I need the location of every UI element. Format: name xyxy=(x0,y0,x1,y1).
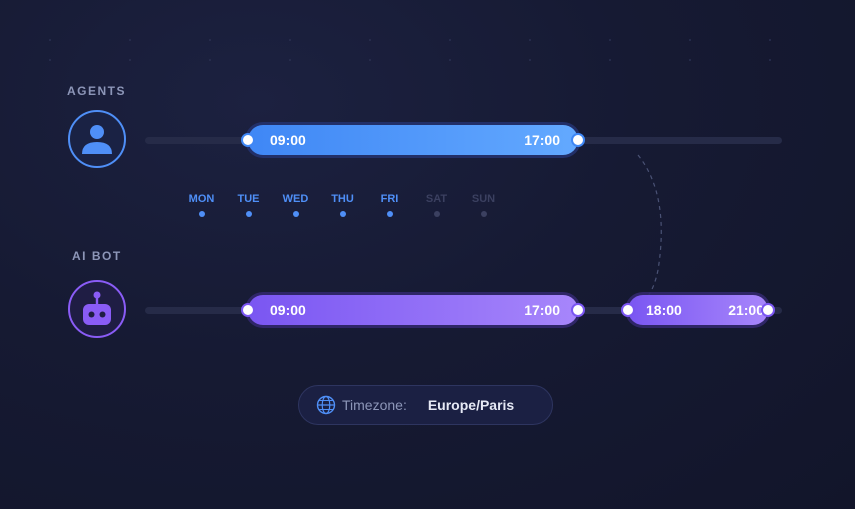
grid-dot xyxy=(529,39,531,41)
day-tue[interactable]: TUE xyxy=(225,193,272,217)
grid-dot xyxy=(369,39,371,41)
grid-dot xyxy=(449,59,451,61)
person-icon xyxy=(82,125,112,154)
day-label: SUN xyxy=(471,193,496,205)
globe-icon xyxy=(316,395,336,415)
grid-dot xyxy=(289,59,291,61)
grid-dot xyxy=(689,59,691,61)
grid-dot xyxy=(49,39,51,41)
bot-range-1-end-handle[interactable] xyxy=(571,303,585,317)
bot-section-label: AI BOT xyxy=(72,249,122,263)
timezone-label: Timezone: xyxy=(342,397,407,413)
grid-dot xyxy=(769,39,771,41)
grid-dot xyxy=(129,39,131,41)
bot-range-2-start: 18:00 xyxy=(646,302,682,318)
timezone-selector[interactable]: Timezone: Europe/Paris xyxy=(298,385,553,425)
bot-range-1-end: 17:00 xyxy=(524,302,560,318)
bot-range-2-end-handle[interactable] xyxy=(761,303,775,317)
day-label: MON xyxy=(188,193,215,205)
day-mon[interactable]: MON xyxy=(178,193,225,217)
day-label: TUE xyxy=(237,193,260,205)
grid-dot xyxy=(609,59,611,61)
grid-dot xyxy=(129,59,131,61)
day-indicator-dot xyxy=(339,211,346,217)
grid-dot xyxy=(529,59,531,61)
day-label: FRI xyxy=(380,193,399,205)
day-indicator-dot xyxy=(386,211,393,217)
grid-dot xyxy=(209,59,211,61)
day-sat[interactable]: SAT xyxy=(413,193,460,217)
day-fri[interactable]: FRI xyxy=(366,193,413,217)
day-indicator-dot xyxy=(292,211,299,217)
bot-time-range-1[interactable]: 09:00 17:00 xyxy=(248,295,578,325)
bot-range-2-start-handle[interactable] xyxy=(621,303,635,317)
grid-dot xyxy=(769,59,771,61)
day-thu[interactable]: THU xyxy=(319,193,366,217)
agents-section-label: AGENTS xyxy=(67,84,127,98)
grid-dot xyxy=(449,39,451,41)
agents-range-start: 09:00 xyxy=(270,132,306,148)
day-indicator-dot xyxy=(198,211,205,217)
robot-icon xyxy=(83,291,111,325)
agent-avatar xyxy=(68,110,126,168)
bot-time-range-2[interactable]: 18:00 21:00 xyxy=(628,295,768,325)
grid-dot xyxy=(289,39,291,41)
day-label: SAT xyxy=(425,193,448,205)
day-indicator-dot xyxy=(245,211,252,217)
day-indicator-dot xyxy=(480,211,487,217)
bot-range-2-end: 21:00 xyxy=(728,302,764,318)
day-label: THU xyxy=(331,193,354,205)
agents-range-end: 17:00 xyxy=(524,132,560,148)
grid-dot xyxy=(369,59,371,61)
agents-range-end-handle[interactable] xyxy=(571,133,585,147)
day-indicator-dot xyxy=(433,211,440,217)
day-sun[interactable]: SUN xyxy=(460,193,507,217)
bot-avatar xyxy=(68,280,126,338)
day-wed[interactable]: WED xyxy=(272,193,319,217)
grid-dot xyxy=(49,59,51,61)
grid-dot xyxy=(209,39,211,41)
bot-range-1-start-handle[interactable] xyxy=(241,303,255,317)
timezone-value: Europe/Paris xyxy=(427,397,515,413)
agents-range-start-handle[interactable] xyxy=(241,133,255,147)
background-dot-grid xyxy=(0,0,855,80)
agents-time-range[interactable]: 09:00 17:00 xyxy=(248,125,578,155)
weekday-selector: MON TUE WED THU FRI SAT SUN xyxy=(178,193,507,217)
handoff-connector xyxy=(637,154,662,301)
bot-range-1-start: 09:00 xyxy=(270,302,306,318)
grid-dot xyxy=(609,39,611,41)
day-label: WED xyxy=(282,193,309,205)
grid-dot xyxy=(689,39,691,41)
